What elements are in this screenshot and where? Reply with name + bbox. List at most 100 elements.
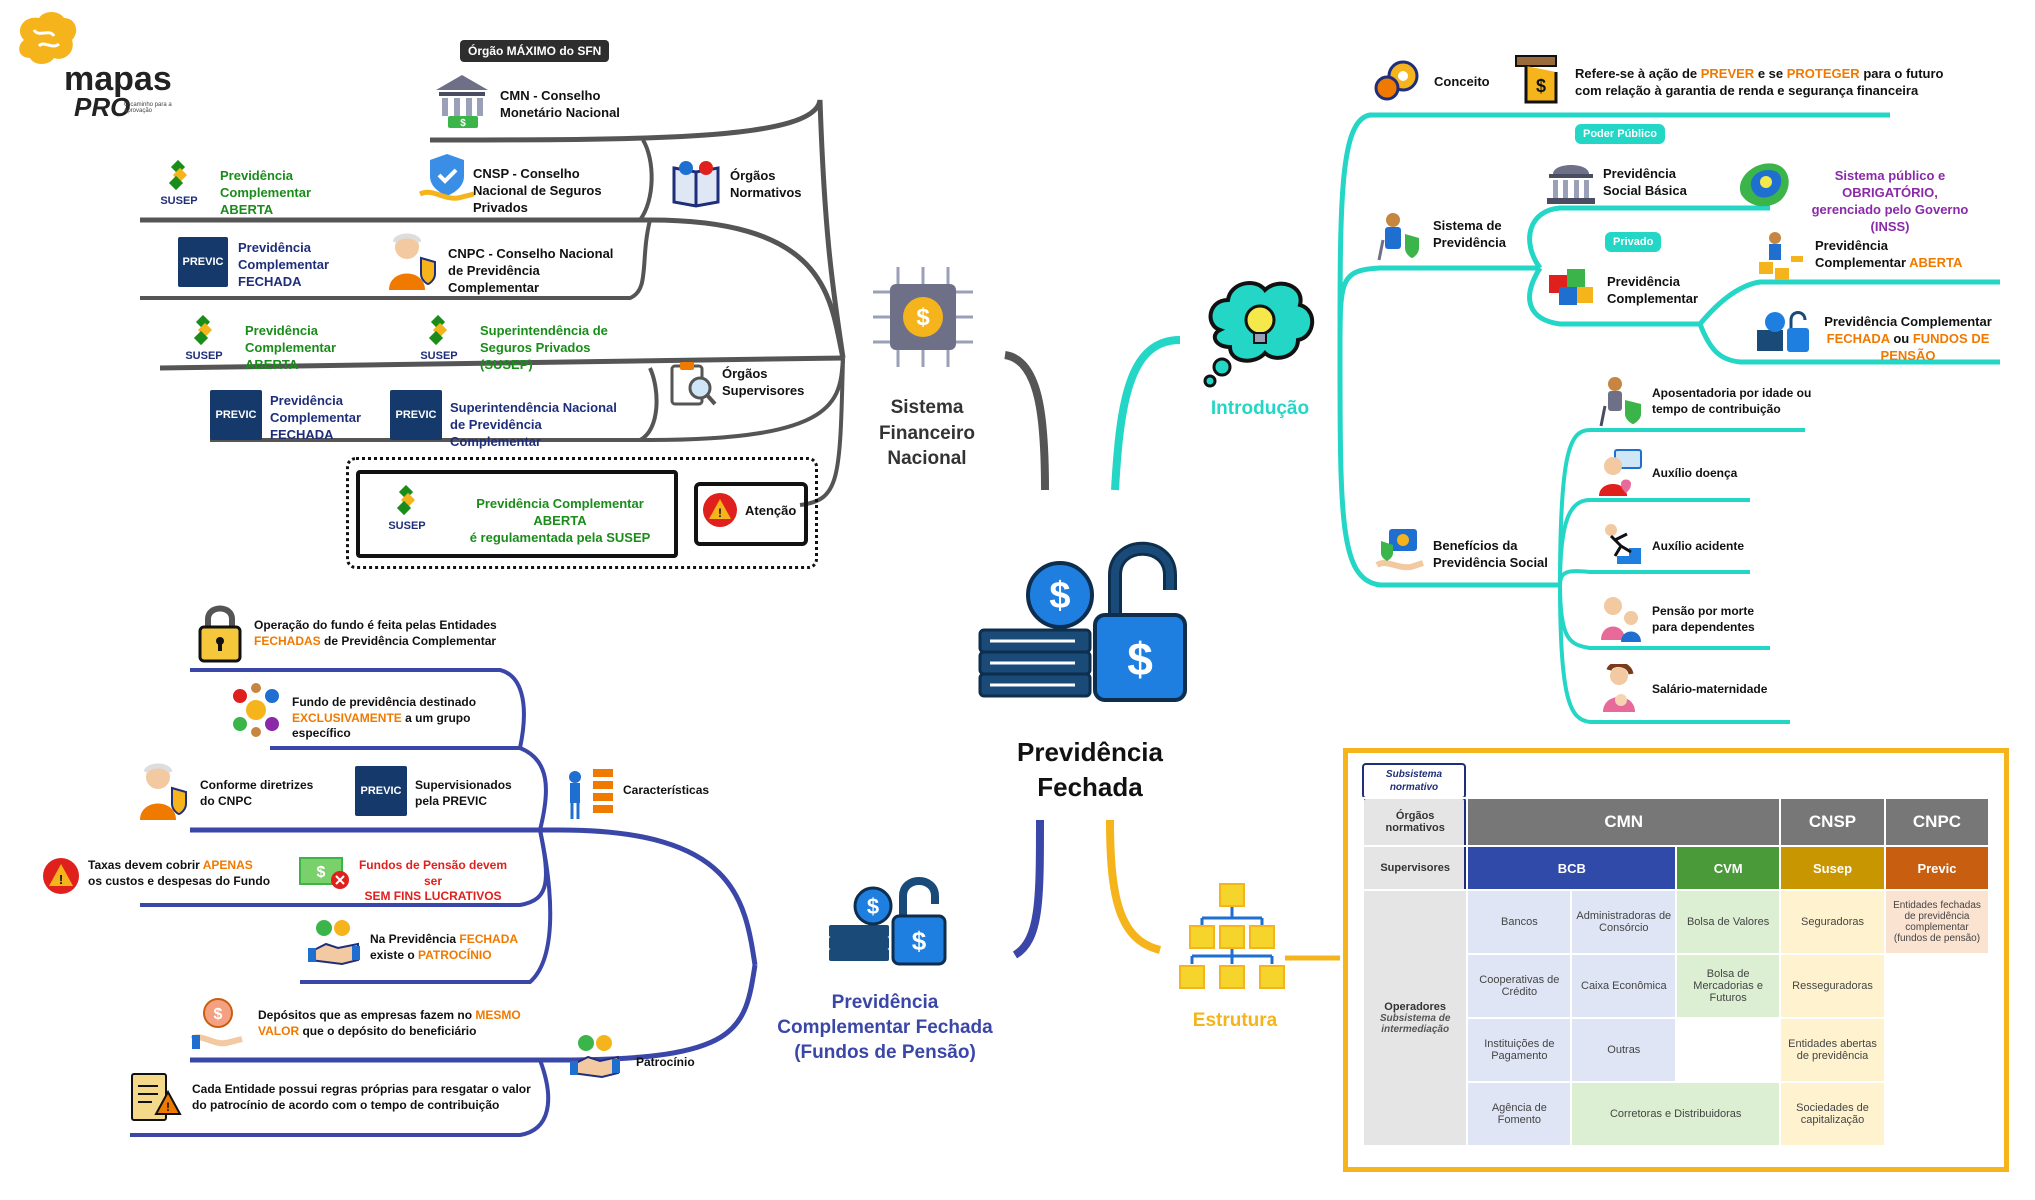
previc-fechada-label-2: Previdência Complementar FECHADA — [270, 393, 362, 442]
hierarchy-person-icon — [569, 769, 613, 819]
shield-hand-icon — [418, 154, 475, 201]
svg-text:$: $ — [460, 118, 466, 129]
warning-icon-2: ! — [43, 858, 79, 894]
taxas-text: Taxas devem cobrir APENAS os custos e de… — [88, 858, 288, 889]
pc-aberta-1: Previdência Complementar — [1815, 238, 1910, 270]
patro-bold1: FECHADA — [459, 932, 519, 946]
regras-text: Cada Entidade possui regras próprias par… — [192, 1082, 542, 1113]
cell-entidades-abertas: Entidades abertas de previdência — [1779, 1017, 1886, 1083]
svg-text:$: $ — [214, 1006, 223, 1023]
cell-fomento: Agência de Fomento — [1466, 1081, 1573, 1147]
cnpc-text: Conforme diretrizes do CNPC — [200, 778, 314, 808]
logo-text-pro: PRO — [74, 92, 131, 122]
no-profit-icon: $ — [299, 857, 349, 889]
conceito-prever: PREVER — [1700, 66, 1755, 81]
atencao-box — [346, 457, 818, 569]
logo-tagline: O caminho para a aprovação — [124, 102, 172, 114]
pc-fechada-1: Previdência Complementar — [1824, 314, 1992, 329]
susep-logo-2: SUSEP — [180, 314, 228, 363]
padlock-icon — [198, 605, 242, 663]
previc-text: Supervisionados pela PREVIC — [415, 778, 512, 808]
org-chart-icon — [1179, 883, 1285, 989]
cell-resseguradoras: Resseguradoras — [1779, 953, 1886, 1019]
money-lock-small-icon — [1757, 311, 1809, 352]
poder-publico-pill: Poder Público — [1575, 124, 1665, 144]
susep-mark-icon: SUSEP — [185, 314, 223, 362]
sfn-title: Sistema Financeiro Nacional — [878, 397, 976, 470]
ben-item-pensao: Pensão por morte para dependentes — [1652, 604, 1755, 634]
dep-bold1: MESMO — [475, 1008, 521, 1022]
cell-bmf: Bolsa de Mercadorias e Futuros — [1675, 953, 1782, 1019]
subsistema-label: Subsistema normativo — [1385, 769, 1443, 793]
previc-fechada-label-1: Previdência Complementar FECHADA — [238, 240, 330, 289]
inss-text: Sistema público e OBRIGATÓRIO, gerenciad… — [1811, 168, 1969, 234]
hand-money-shield-icon: $ — [1515, 55, 1558, 104]
susep-mark-icon: SUSEP — [388, 484, 426, 532]
handshake-coins-icon-2 — [570, 1035, 620, 1079]
lock-text-1: Operação do fundo é feita pelas Entidade… — [254, 618, 497, 632]
fundos-text-2: SEM FINS LUCRATIVOS — [364, 889, 502, 904]
conceito-text-1: Refere-se à ação de — [1575, 66, 1701, 81]
pc-fechada-bold1: FECHADA — [1826, 330, 1890, 346]
svg-text:$: $ — [1049, 575, 1070, 617]
elderly-shield-icon — [1599, 377, 1641, 427]
estrutura-table: Órgãos normativos CMN CNSP CNPC Supervis… — [1361, 797, 1991, 1147]
pc-fechada-bold2: FUNDOS DE PENSÃO — [1880, 330, 1990, 363]
svg-text:SUSEP: SUSEP — [160, 195, 197, 207]
dep-text-1: Depósitos que as empresas fazem no — [258, 1008, 476, 1022]
cmn-label: CMN - Conselho Monetário Nacional — [500, 88, 620, 120]
warning-icon: ! — [703, 493, 737, 527]
climbing-coins-icon — [1759, 232, 1803, 280]
cell-empty-previc — [1883, 953, 1991, 1147]
elder-shield-icon — [1377, 213, 1419, 261]
regras-text-2: do patrocínio de acordo com o tempo de c… — [192, 1097, 500, 1112]
conceito-label: Conceito — [1434, 74, 1490, 89]
fundos-text: Fundos de Pensão devem ser SEM FINS LUCR… — [358, 858, 508, 905]
gear-bulb-icon — [1374, 60, 1419, 101]
privado-pill: Privado — [1605, 232, 1662, 252]
svg-text:$: $ — [912, 926, 927, 956]
susep-logo-4: SUSEP — [383, 484, 431, 533]
svg-text:SUSEP: SUSEP — [185, 350, 222, 362]
conceito-proteger: PROTEGER — [1786, 66, 1860, 81]
logo-text-mapas: mapas — [64, 60, 172, 98]
susep-full-label: Superintendência de Seguros Privados (SU… — [480, 323, 608, 372]
maximo-pill: Órgão MÁXIMO do SFN — [460, 40, 610, 62]
taxas-bold: APENAS — [202, 858, 253, 872]
lock-text-2: de Previdência Complementar — [320, 633, 497, 648]
orgaos-label: Órgãos normativos — [1361, 797, 1469, 847]
susep-mark-icon: SUSEP — [420, 314, 458, 362]
logo: mapas PRO O caminho para a aprovação — [14, 10, 174, 122]
sup-bcb: BCB — [1466, 845, 1678, 891]
pcf-title-3: (Fundos de Pensão) — [794, 1042, 976, 1064]
patro-text-2: existe o — [370, 947, 419, 962]
supervisores-label-table: Supervisores — [1361, 845, 1469, 891]
atencao-text-1: Previdência Complementar — [476, 496, 644, 511]
money-lock-medium-icon: $ $ — [829, 877, 947, 966]
center-title: Previdência Fechada — [980, 735, 1200, 805]
ben-item-acidente: Auxílio acidente — [1652, 539, 1745, 553]
inss-text-2: gerenciado pelo Governo (INSS) — [1811, 201, 1969, 234]
center-title-line1: Previdência — [1017, 737, 1163, 767]
ben-item-maternidade: Salário-maternidade — [1652, 682, 1768, 696]
center-title-line2: Fechada — [1037, 772, 1143, 803]
conceito-text-4: com relação à garantia de renda e segura… — [1575, 82, 1919, 98]
fundo-text-2: a um grupo específico — [292, 710, 471, 741]
cell-consorcio: Administradoras de Consórcio — [1570, 889, 1678, 955]
atencao-text-2: é regulamentada pela SUSEP — [469, 529, 651, 545]
estrutura-frame — [1343, 748, 2009, 1172]
group-people-icon — [233, 683, 279, 737]
svg-text:$: $ — [1127, 633, 1153, 685]
conceito-text-3: para o futuro — [1859, 66, 1944, 81]
cell-outras: Outras — [1570, 1017, 1678, 1083]
brain-icon — [19, 12, 77, 64]
maternity-icon — [1603, 664, 1635, 712]
operadores-label: Operadores — [1384, 1001, 1447, 1013]
conceito-text-2: e se — [1754, 66, 1787, 81]
svg-text:!: ! — [59, 872, 63, 887]
elder-cnpc-icon — [140, 763, 187, 820]
atencao-text-bold: ABERTA — [533, 512, 587, 528]
patrocinio-label: Patrocínio — [636, 1055, 695, 1069]
complementar-label: Previdência Complementar — [1607, 274, 1699, 306]
susep-mark-icon: SUSEP — [160, 159, 198, 207]
